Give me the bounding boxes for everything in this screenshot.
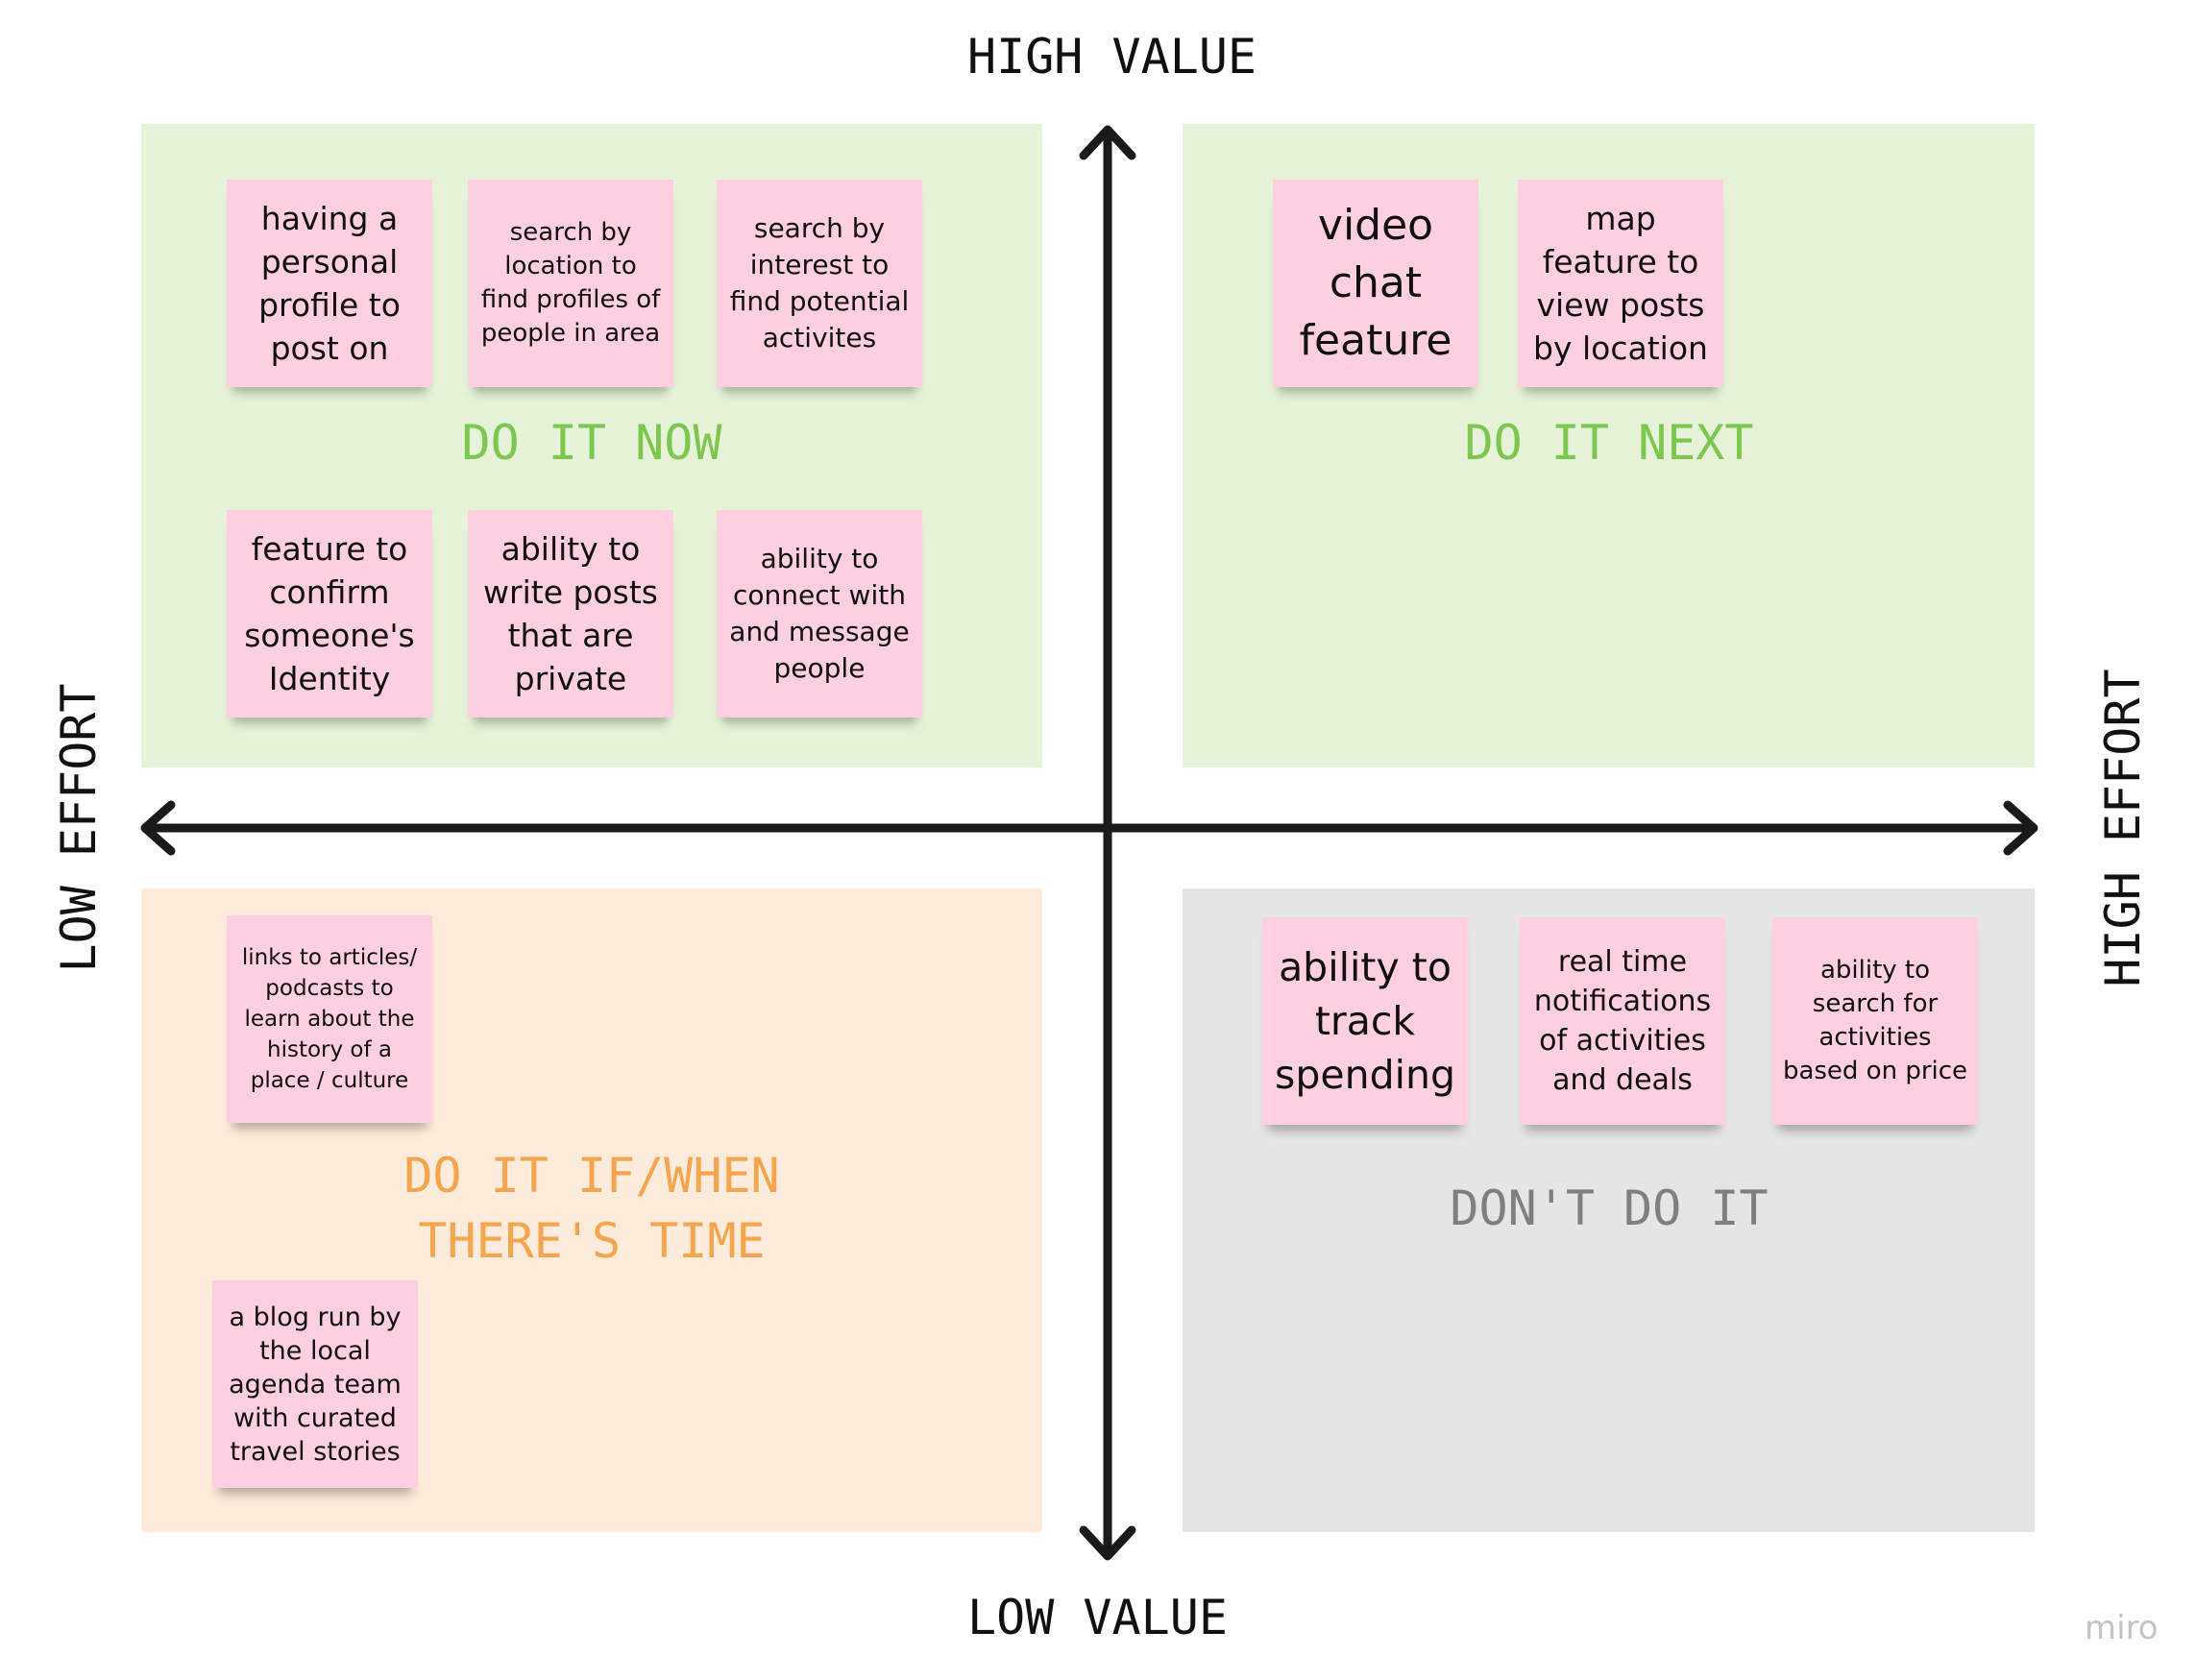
sticky-note[interactable]: real time notifications of activities an… (1520, 917, 1725, 1125)
arrow-head-left (140, 800, 176, 856)
sticky-note-text: ability to search for activities based o… (1782, 956, 1968, 1085)
arrow-head-top (1079, 125, 1136, 160)
sticky-note-text: a blog run by the local agenda team with… (229, 1302, 402, 1467)
axis-label-high-effort: HIGH EFFORT (2095, 669, 2151, 987)
sticky-note-text: ability to track spending (1274, 944, 1456, 1098)
sticky-note[interactable]: ability to connect with and message peop… (717, 510, 922, 718)
quadrant-label-do-it-now: DO IT NOW (461, 415, 722, 471)
sticky-note[interactable]: search by location to find profiles of p… (468, 180, 673, 387)
sticky-note[interactable]: search by interest to find potential act… (717, 180, 922, 387)
arrow-head-bottom (1079, 1525, 1136, 1561)
sticky-note[interactable]: a blog run by the local agenda team with… (212, 1280, 418, 1488)
sticky-note-text: links to articles/ podcasts to learn abo… (241, 945, 418, 1093)
quadrant-label-dont-do-it: DON'T DO IT (1450, 1181, 1769, 1236)
arrow-head-right (2003, 800, 2038, 856)
sticky-note-text: map feature to view posts by location (1533, 200, 1708, 367)
sticky-note[interactable]: links to articles/ podcasts to learn abo… (227, 915, 432, 1123)
sticky-note[interactable]: feature to confirm someone's Identity (227, 510, 432, 718)
miro-logo: miro (2085, 1609, 2159, 1647)
sticky-note-text: having a personal profile to post on (258, 200, 401, 367)
sticky-note-text: ability to connect with and message peop… (729, 543, 910, 684)
sticky-note-text: feature to confirm someone's Identity (244, 530, 415, 697)
sticky-note-text: real time notifications of activities an… (1533, 945, 1712, 1097)
sticky-note[interactable]: video chat feature (1273, 180, 1478, 387)
quadrant-label-do-it-next: DO IT NEXT (1464, 415, 1754, 471)
sticky-note[interactable]: ability to search for activities based o… (1772, 917, 1978, 1125)
sticky-note-text: video chat feature (1299, 201, 1452, 365)
sticky-note-text: search by location to find profiles of p… (480, 218, 661, 348)
sticky-note[interactable]: ability to track spending (1262, 917, 1468, 1125)
axis-label-low-value: LOW VALUE (967, 1590, 1228, 1645)
sticky-note[interactable]: ability to write posts that are private (468, 510, 673, 718)
axis-label-high-value: HIGH VALUE (967, 29, 1257, 85)
quadrant-label-do-it-if-time: DO IT IF/WHEN THERE'S TIME (403, 1148, 780, 1269)
sticky-note-text: search by interest to find potential act… (729, 212, 910, 353)
axis-label-low-effort: LOW EFFORT (51, 683, 107, 973)
sticky-note[interactable]: map feature to view posts by location (1518, 180, 1723, 387)
sticky-note[interactable]: having a personal profile to post on (227, 180, 432, 387)
sticky-note-text: ability to write posts that are private (483, 530, 658, 697)
